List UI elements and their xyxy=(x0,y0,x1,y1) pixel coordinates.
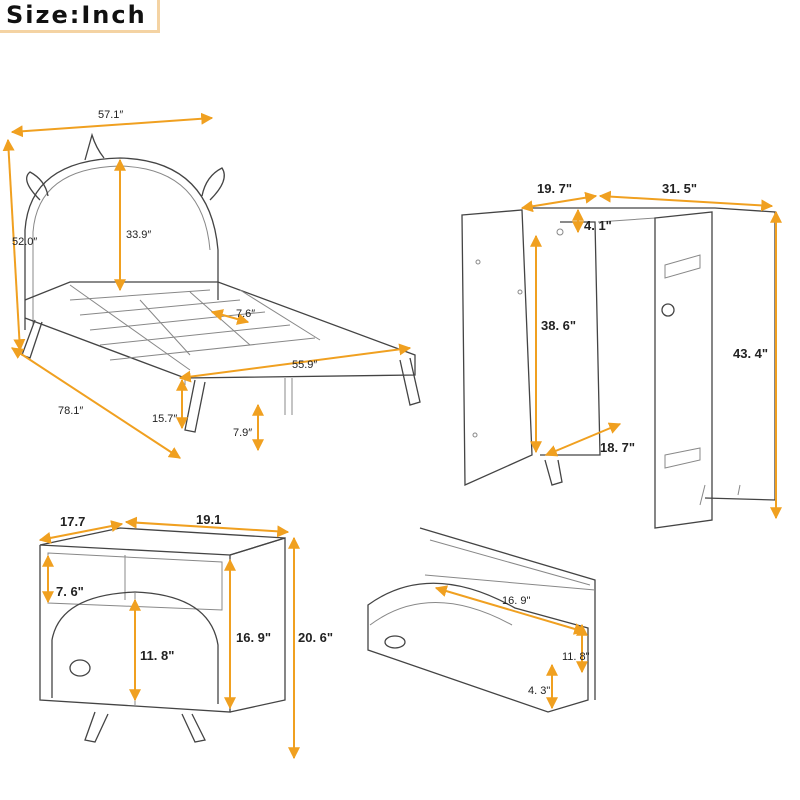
nightstand-depth-label: 17.7 xyxy=(60,514,85,529)
drawer-inner-depth-label: 11. 8" xyxy=(562,651,590,663)
drawer-drawing xyxy=(367,527,596,713)
bed-drawing xyxy=(21,132,421,433)
drawer-inner-width-label: 16. 9" xyxy=(502,595,530,607)
wardrobe-interior-height-label: 38. 6" xyxy=(541,318,576,333)
drawer-inner-height-label: 4. 3" xyxy=(528,685,550,697)
wardrobe-depth-label: 19. 7" xyxy=(537,181,572,196)
bed-width-label: 57.1″ xyxy=(98,109,123,121)
nightstand-height-label: 20. 6" xyxy=(298,630,333,645)
slat-gap-label: 7.6″ xyxy=(236,308,255,320)
rail-height-label: 15.7″ xyxy=(152,413,177,425)
nightstand-shelf-height-label: 7. 6" xyxy=(56,584,84,599)
nightstand-body-height-label: 16. 9" xyxy=(236,630,271,645)
side-length-label: 55.9″ xyxy=(292,359,317,371)
size-unit-title: Size:Inch xyxy=(6,1,147,29)
wardrobe-top-gap-label: 4. 1" xyxy=(584,218,612,233)
nightstand-dimension-lines xyxy=(38,516,300,760)
nightstand-width-label: 19.1 xyxy=(196,512,221,527)
wardrobe-interior-depth-label: 18. 7" xyxy=(600,440,635,455)
drawer-dimension-lines xyxy=(434,585,588,710)
bed-dimension-lines xyxy=(2,112,412,459)
headboard-height-label: 33.9″ xyxy=(126,229,151,241)
bed-length-label: 78.1″ xyxy=(58,405,83,417)
wardrobe-width-label: 31. 5" xyxy=(662,181,697,196)
wardrobe-drawing xyxy=(461,207,776,529)
size-unit-banner: Size:Inch xyxy=(0,0,160,33)
bed-height-label: 52.0″ xyxy=(12,236,37,248)
wardrobe-dimension-lines xyxy=(520,190,782,520)
wardrobe-height-label: 43. 4" xyxy=(733,346,768,361)
nightstand-door-height-label: 11. 8" xyxy=(140,648,174,663)
clearance-label: 7.9″ xyxy=(233,427,252,439)
